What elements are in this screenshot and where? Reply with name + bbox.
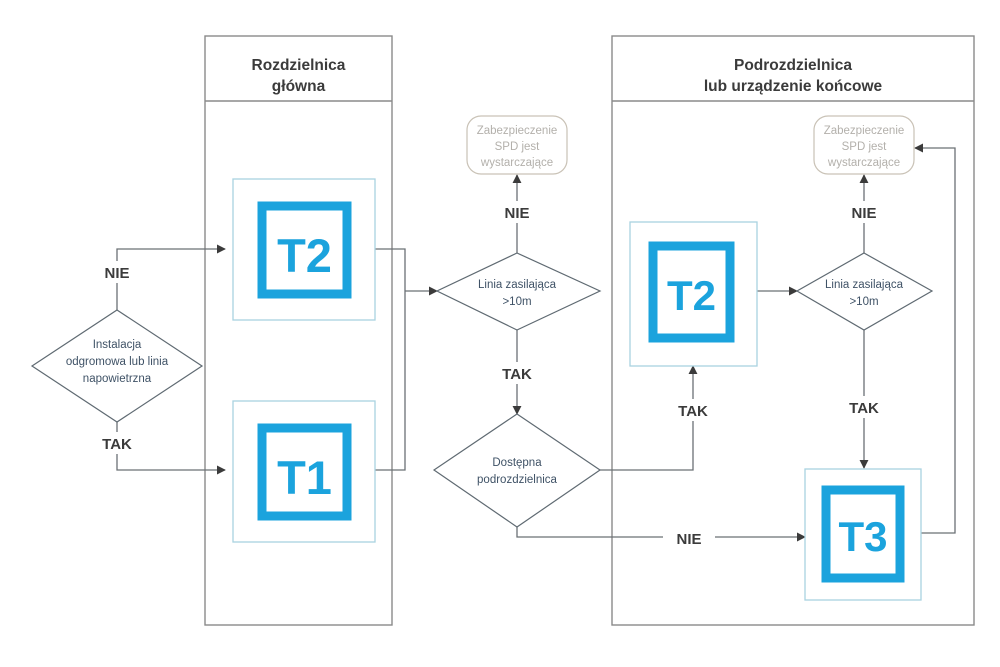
decision-dostepna-line1: Dostępna — [492, 457, 542, 469]
edge-label-tak-dostepna-bg — [666, 399, 720, 421]
decision-instalacja-line3: napowietrzna — [83, 373, 152, 385]
panel-right-title-line2: lub urządzenie końcowe — [704, 78, 883, 95]
spd-t3-right-label: T3 — [838, 513, 887, 560]
edge-t3-to-spd-ok-right — [914, 143, 956, 534]
edge-t2left-to-bus — [375, 248, 406, 291]
terminator-left-shape — [466, 115, 568, 175]
spd-box-t1-left[interactable]: T1 — [232, 400, 376, 543]
terminator-right-shape — [813, 115, 915, 175]
edge-label-nie-linia-left: NIE — [504, 205, 529, 222]
decision-dostepna-shape — [432, 413, 602, 528]
terminator-spd-ok-left[interactable]: Zabezpieczenie SPD jest wystarczające — [466, 115, 568, 175]
edge-label-layer: NIE TAK NIE TAK TAK NIE NIE TAK — [90, 201, 891, 549]
decision-linia-right-line2: >10m — [849, 296, 878, 308]
decision-linia-left-shape — [435, 252, 602, 331]
spd-t2-right-label: T2 — [667, 272, 716, 319]
spd-t2-left-label: T2 — [277, 229, 332, 282]
decision-dostepna-line2: podrozdzielnica — [477, 474, 558, 486]
decision-instalacja-line2: odgromowa lub linia — [66, 356, 169, 368]
spd-box-t2-right[interactable]: T2 — [629, 221, 758, 367]
edge-label-tak-linia-right: TAK — [849, 400, 879, 417]
terminator-left-line2: SPD jest — [495, 141, 541, 153]
edge-label-nie-dostepna: NIE — [676, 531, 701, 548]
decision-instalacja-shape — [30, 309, 204, 423]
panel-right-title-line1: Podrozdzielnica — [734, 57, 852, 74]
edge-label-nie-dostepna-bg — [663, 527, 715, 549]
terminator-spd-ok-right[interactable]: Zabezpieczenie SPD jest wystarczające — [813, 115, 915, 175]
edge-instalacja-nie-to-t2 — [116, 244, 226, 310]
spd-t2-right-inner — [648, 241, 735, 343]
edge-label-tak-linia-left-bg — [490, 362, 544, 384]
terminator-right-line2: SPD jest — [842, 141, 888, 153]
edge-label-nie-linia-left-bg — [491, 201, 543, 223]
edge-label-nie-linia-right: NIE — [851, 205, 876, 222]
panel-left-title-line1: Rozdzielnica — [252, 57, 346, 74]
decision-dostepna-podrozdzielnica[interactable]: Dostępna podrozdzielnica — [432, 413, 602, 528]
decision-instalacja-line1: Instalacja — [93, 339, 142, 351]
decision-linia-right-line1: Linia zasilająca — [825, 279, 904, 291]
spd-t1-left-label: T1 — [277, 451, 332, 504]
spd-box-t2-left[interactable]: T2 — [232, 178, 376, 321]
spd-t1-left-inner — [257, 423, 352, 521]
terminator-right-line1: Zabezpieczenie — [824, 125, 905, 137]
edge-label-tak-linia-left: TAK — [502, 366, 532, 383]
decision-linia-zasilajaca-right[interactable]: Linia zasilająca >10m — [795, 252, 934, 331]
decision-linia-left-line2: >10m — [502, 296, 531, 308]
terminator-left-line1: Zabezpieczenie — [477, 125, 558, 137]
edge-label-tak-dostepna: TAK — [678, 403, 708, 420]
edge-t1left-to-bus — [375, 291, 406, 471]
edge-label-nie-linia-right-bg — [838, 201, 890, 223]
decision-instalacja-odgromowa[interactable]: Instalacja odgromowa lub linia napowietr… — [30, 309, 204, 423]
spd-t3-right-inner — [821, 485, 905, 583]
spd-box-t3-right[interactable]: T3 — [804, 468, 922, 601]
terminator-right-line3: wystarczające — [827, 157, 900, 169]
edge-label-nie-instalacja: NIE — [104, 265, 129, 282]
spd-t2-left-inner — [257, 201, 352, 299]
edge-label-tak-instalacja: TAK — [102, 436, 132, 453]
decision-linia-right-shape — [795, 252, 934, 331]
edge-label-tak-linia-right-bg — [837, 396, 891, 418]
edge-label-nie-instalacja-bg — [91, 261, 143, 283]
edge-label-tak-instalacja-bg — [90, 432, 144, 454]
terminator-left-line3: wystarczające — [480, 157, 553, 169]
panel-left-title-line2: główna — [272, 78, 326, 95]
decision-linia-zasilajaca-left[interactable]: Linia zasilająca >10m — [435, 252, 602, 331]
decision-linia-left-line1: Linia zasilająca — [478, 279, 557, 291]
